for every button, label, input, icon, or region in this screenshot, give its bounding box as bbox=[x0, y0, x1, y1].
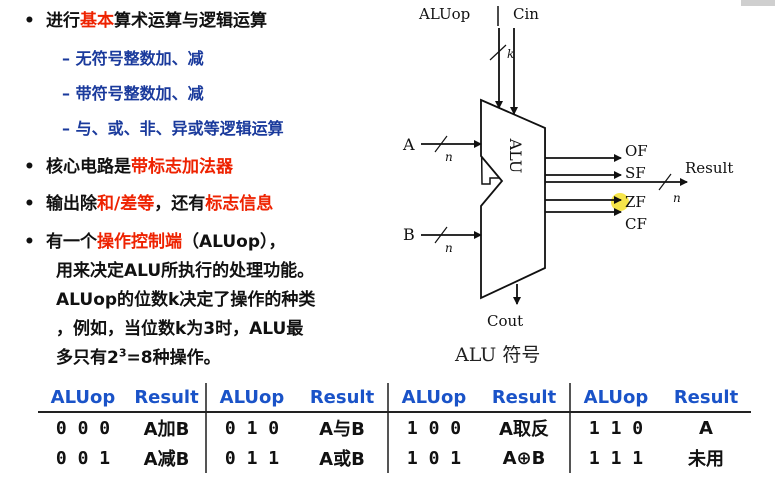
input-a-width: n bbox=[445, 150, 453, 164]
bullet-highlight: 标志信息 bbox=[205, 194, 274, 214]
result-cell: A加B bbox=[143, 419, 190, 440]
bullet-highlight: 操作控制端 bbox=[97, 232, 182, 252]
aluop-code: 0 0 1 bbox=[55, 447, 111, 469]
cin-label: Cin bbox=[513, 5, 539, 23]
header-aluop: ALUop bbox=[569, 383, 661, 413]
aluop-code: 1 0 0 bbox=[387, 412, 479, 443]
header-aluop: ALUop bbox=[38, 383, 128, 413]
aluop-code: 1 1 0 bbox=[569, 412, 661, 443]
header-aluop: ALUop bbox=[205, 383, 297, 413]
control-line-2: 用来决定ALU所执行的处理功能。 bbox=[56, 261, 315, 281]
bullet-dot: • bbox=[24, 232, 35, 252]
cout-label: Cout bbox=[487, 312, 523, 330]
cf-label: CF bbox=[625, 215, 647, 233]
result-cell: A减B bbox=[143, 449, 190, 470]
k-label: k bbox=[507, 47, 514, 61]
alu-body-label: ALU bbox=[506, 138, 525, 174]
bullet-text: 核心电路是 bbox=[46, 157, 131, 177]
result-cell: A取反 bbox=[499, 419, 549, 440]
control-line-5: 多只有23=8种操作。 bbox=[56, 343, 221, 368]
bullet-dot: • bbox=[24, 194, 35, 214]
zf-label: ZF bbox=[625, 193, 646, 211]
bullet-highlight: 和/差等 bbox=[97, 194, 155, 214]
sub-item-signed: – 带符号整数加、减 bbox=[62, 84, 204, 103]
of-label: OF bbox=[625, 142, 648, 160]
bullet-text: 有一个 bbox=[46, 232, 97, 252]
aluop-code: 1 1 1 bbox=[569, 443, 661, 473]
input-b-label: B bbox=[403, 225, 415, 244]
control-text: =8种操作。 bbox=[126, 348, 221, 368]
alu-diagram: ALUop Cin k ALU A n B n n Result OF SF Z… bbox=[402, 5, 733, 330]
aluop-width-slash bbox=[489, 44, 507, 61]
aluop-code: 0 1 0 bbox=[205, 412, 297, 443]
alu-operation-table: ALUop Result ALUop Result ALUop Result A… bbox=[38, 383, 751, 473]
result-cell: A⊕B bbox=[502, 447, 546, 469]
header-result: Result bbox=[661, 383, 751, 413]
header-result: Result bbox=[297, 383, 388, 413]
bullet-core-circuit: • 核心电路是带标志加法器 bbox=[24, 152, 233, 177]
result-cell: A与B bbox=[319, 419, 365, 440]
bullet-text: 输出除 bbox=[46, 194, 97, 214]
bullet-control: • 有一个操作控制端（ALUop）， bbox=[24, 227, 286, 252]
result-width: n bbox=[673, 191, 681, 205]
table-row: 0 0 1 A减B 0 1 1 A或B 1 0 1 A⊕B 1 1 1 未用 bbox=[38, 443, 751, 473]
header-result: Result bbox=[479, 383, 570, 413]
bullet-basic-operations: • 进行基本算术运算与逻辑运算 bbox=[24, 6, 267, 31]
aluop-label: ALUop bbox=[418, 5, 470, 23]
bullet-text: 进行 bbox=[46, 11, 80, 31]
corner-pen-icon bbox=[741, 0, 775, 6]
diagram-caption: ALU 符号 bbox=[455, 344, 541, 366]
control-line-4: ，例如，当位数k为3时，ALU最 bbox=[56, 319, 304, 339]
bullet-text: （ALUop）， bbox=[182, 232, 286, 252]
aluop-code: 1 0 1 bbox=[387, 443, 479, 473]
bullet-text: ，还有 bbox=[154, 194, 206, 214]
table-header-row: ALUop Result ALUop Result ALUop Result A… bbox=[38, 383, 751, 413]
bullet-highlight: 带标志加法器 bbox=[131, 157, 233, 177]
bullet-outputs: • 输出除和/差等，还有标志信息 bbox=[24, 189, 273, 214]
control-text: 多只有2 bbox=[56, 348, 119, 368]
input-a-slash bbox=[434, 135, 448, 153]
result-cell: A bbox=[699, 417, 713, 439]
header-result: Result bbox=[128, 383, 206, 413]
bullet-highlight: 基本 bbox=[80, 11, 114, 31]
table-row: 0 0 0 A加B 0 1 0 A与B 1 0 0 A取反 1 1 0 A bbox=[38, 412, 751, 443]
result-cell: A或B bbox=[319, 449, 365, 470]
input-b-width: n bbox=[445, 241, 453, 255]
input-a-label: A bbox=[402, 135, 415, 154]
sub-item-logic: – 与、或、非、异或等逻辑运算 bbox=[62, 119, 284, 138]
control-line-3: ALUop的位数k决定了操作的种类 bbox=[56, 290, 316, 310]
result-cell: 未用 bbox=[688, 449, 724, 470]
aluop-code: 0 1 1 bbox=[205, 443, 297, 473]
exponent: 3 bbox=[118, 346, 127, 360]
sf-label: SF bbox=[625, 164, 646, 182]
result-label: Result bbox=[685, 159, 733, 177]
input-b-slash bbox=[434, 226, 448, 244]
bullet-dot: • bbox=[24, 11, 35, 31]
bullet-dot: • bbox=[24, 157, 35, 177]
alu-shape bbox=[480, 98, 546, 300]
aluop-code: 0 0 0 bbox=[55, 417, 111, 439]
result-slash bbox=[658, 173, 672, 191]
header-aluop: ALUop bbox=[387, 383, 479, 413]
bullet-text: 算术运算与逻辑运算 bbox=[114, 11, 267, 31]
sub-item-unsigned: – 无符号整数加、减 bbox=[62, 49, 204, 68]
